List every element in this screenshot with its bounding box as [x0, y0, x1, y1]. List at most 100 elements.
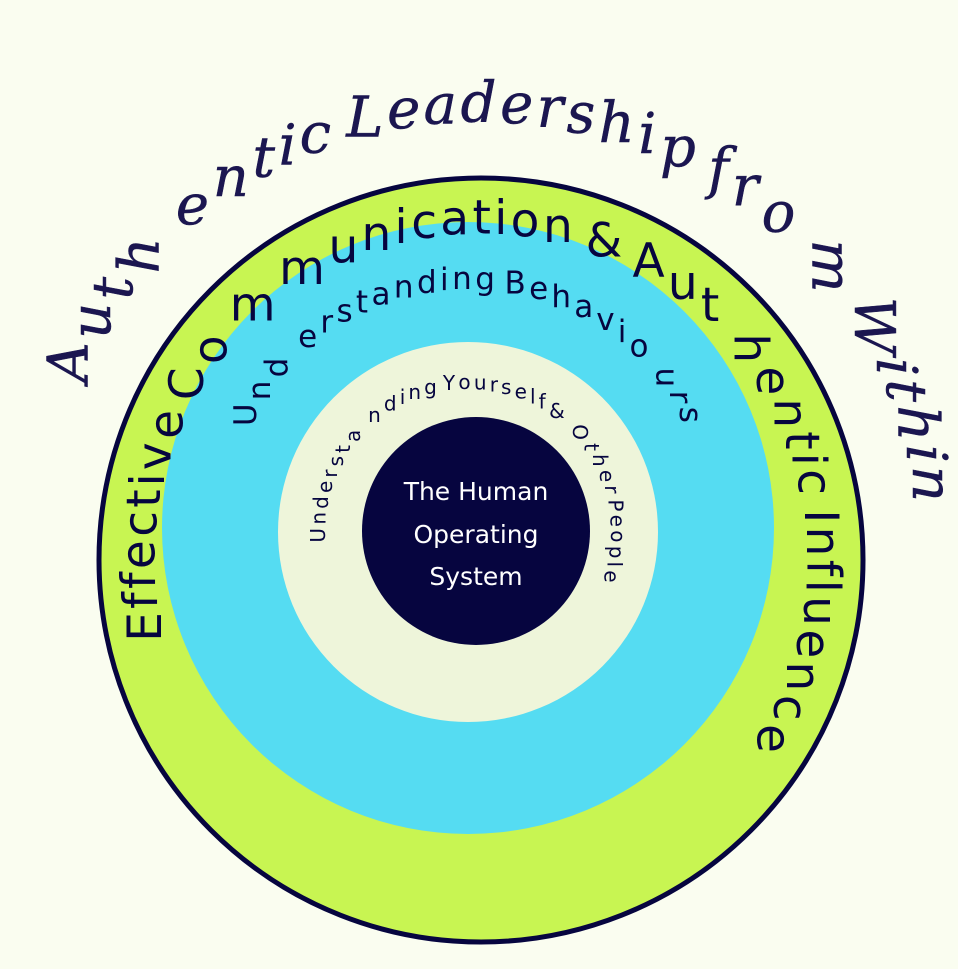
arc-glyph: i: [400, 385, 406, 409]
arc-glyph: e: [785, 629, 840, 658]
arc-glyph: U: [306, 528, 330, 543]
arc-glyph: i: [279, 113, 297, 178]
arc-glyph: r: [490, 372, 499, 396]
arc-glyph: d: [309, 496, 333, 509]
arc-glyph: n: [763, 398, 818, 428]
arc-glyph: c: [762, 695, 817, 721]
arc-glyph: r: [662, 391, 698, 404]
arc-glyph: n: [899, 466, 958, 502]
arc-glyph: u: [649, 368, 685, 388]
arc-glyph: r: [320, 305, 333, 341]
arc-glyph: n: [775, 662, 830, 692]
arc-glyph: v: [596, 302, 614, 338]
core-line-3: System: [429, 562, 522, 591]
arc-glyph: p: [660, 115, 696, 180]
arc-glyph: e: [500, 72, 533, 137]
arc-glyph: t: [580, 443, 604, 451]
arc-glyph: n: [408, 380, 421, 404]
arc-glyph: s: [501, 375, 511, 399]
arc-glyph: l: [602, 562, 626, 568]
arc-glyph: e: [606, 515, 630, 527]
arc-glyph: m: [799, 239, 864, 292]
arc-glyph: d: [259, 358, 295, 378]
arc-glyph: v: [128, 442, 183, 470]
arc-glyph: f: [114, 591, 169, 609]
arc-glyph: I: [793, 509, 848, 523]
arc-glyph: r: [732, 155, 762, 220]
arc-glyph: r: [600, 485, 624, 494]
arc-glyph: P: [604, 499, 628, 511]
arc-glyph: a: [341, 430, 365, 442]
arc-glyph: f: [112, 571, 167, 589]
arc-glyph: i: [893, 445, 958, 463]
arc-glyph: u: [329, 219, 359, 274]
arc-glyph: t: [81, 276, 146, 299]
arc-glyph: t: [331, 445, 355, 453]
arc-glyph: o: [511, 193, 540, 248]
arc-glyph: l: [530, 385, 536, 409]
arc-glyph: c: [300, 102, 331, 167]
arc-glyph: h: [108, 237, 173, 273]
arc-glyph: g: [424, 375, 437, 399]
arc-glyph: e: [599, 570, 623, 582]
arc-glyph: n: [368, 403, 381, 427]
arc-glyph: n: [307, 512, 331, 525]
arc-glyph: n: [213, 145, 249, 210]
arc-glyph: a: [424, 72, 457, 137]
arc-glyph: m: [279, 241, 325, 296]
arc-glyph: g: [475, 261, 495, 297]
arc-glyph: u: [59, 303, 124, 339]
arc-glyph: s: [336, 293, 352, 329]
arc-glyph: c: [787, 469, 842, 495]
core-line-1: The Human: [403, 477, 549, 506]
arc-glyph: d: [461, 71, 497, 136]
arc-glyph: L: [345, 86, 383, 151]
arc-glyph: n: [543, 199, 573, 254]
arc-glyph: i: [863, 358, 928, 376]
arc-glyph: i: [440, 262, 449, 298]
arc-glyph: W: [841, 297, 906, 359]
arc-glyph: &: [549, 399, 565, 423]
arc-glyph: &: [586, 213, 623, 268]
arc-glyph: t: [472, 190, 490, 245]
arc-glyph: n: [795, 527, 850, 557]
arc-glyph: e: [595, 470, 619, 482]
arc-glyph: i: [121, 473, 176, 486]
arc-glyph: f: [795, 560, 850, 578]
arc-glyph: e: [111, 540, 166, 569]
arc-glyph: i: [618, 314, 627, 350]
arc-glyph: o: [629, 328, 648, 364]
arc-glyph: e: [515, 380, 527, 404]
arc-glyph: r: [318, 469, 342, 478]
arc-glyph: d: [417, 264, 437, 300]
arc-glyph: e: [387, 77, 420, 142]
arc-glyph: i: [638, 102, 656, 167]
arc-glyph: e: [745, 366, 800, 395]
arc-glyph: B: [504, 265, 525, 301]
arc-glyph: e: [745, 724, 800, 753]
core-line-2: Operating: [414, 520, 539, 549]
arc-glyph: c: [113, 511, 168, 537]
arc-glyph: e: [529, 271, 548, 307]
arc-glyph: E: [118, 612, 173, 642]
arc-glyph: h: [551, 279, 571, 315]
arc-glyph: s: [672, 407, 708, 423]
arc-glyph: s: [324, 456, 348, 466]
arc-glyph: a: [371, 276, 390, 312]
arc-glyph: Y: [442, 371, 456, 395]
arc-glyph: f: [539, 390, 547, 414]
arc-glyph: d: [384, 392, 397, 416]
arc-glyph: i: [494, 191, 507, 246]
arc-glyph: h: [722, 333, 777, 363]
arc-glyph: t: [701, 278, 719, 333]
arc-glyph: p: [605, 546, 629, 559]
arc-glyph: A: [633, 234, 665, 289]
arc-glyph: n: [394, 269, 414, 305]
arc-glyph: o: [606, 530, 630, 542]
arc-glyph: r: [537, 76, 567, 141]
arc-glyph: h: [588, 454, 612, 467]
